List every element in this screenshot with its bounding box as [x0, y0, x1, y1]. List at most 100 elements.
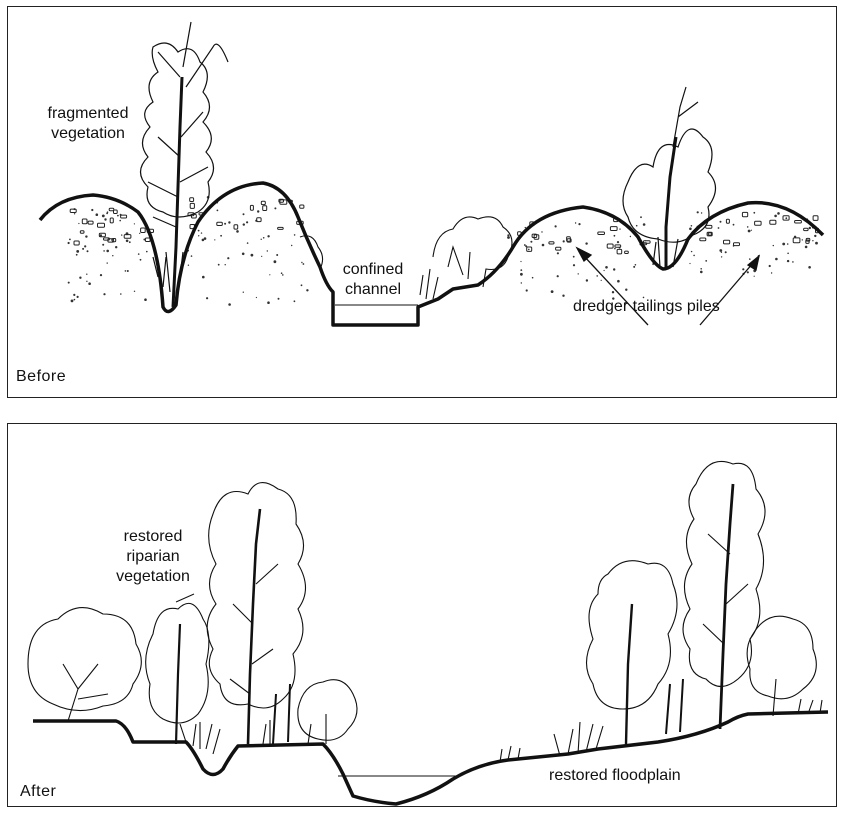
- gravel-dot: [202, 276, 205, 279]
- gravel-dot: [100, 274, 102, 276]
- gravel-dot: [100, 234, 102, 236]
- gravel-dot: [91, 209, 93, 211]
- gravel-dot: [787, 253, 789, 255]
- gravel-dot: [218, 264, 220, 266]
- gravel-dot: [134, 223, 135, 224]
- gravel-dot: [267, 301, 270, 304]
- gravel-dot: [754, 276, 755, 277]
- gravel-dot: [127, 270, 129, 272]
- gravel-dot: [71, 300, 74, 303]
- tailings-rock: [278, 227, 284, 229]
- gravel-dot: [720, 221, 722, 223]
- after-panel: restored riparian vegetation restored fl…: [7, 423, 837, 807]
- tailings-rock: [190, 198, 194, 202]
- gravel-dot: [693, 255, 695, 257]
- tailings-rock: [80, 231, 84, 234]
- gravel-dot: [146, 251, 148, 253]
- gravel-dot: [542, 244, 545, 247]
- gravel-dot: [294, 234, 296, 236]
- gravel-dot: [126, 240, 129, 243]
- gravel-dot: [551, 290, 554, 293]
- gravel-dot: [563, 240, 565, 242]
- gravel-dot: [524, 244, 526, 246]
- label-line: vegetation: [98, 567, 208, 587]
- tailings-rock: [556, 247, 561, 250]
- gravel-dot: [96, 213, 99, 216]
- tailings-rock: [607, 244, 613, 248]
- gravel-dot: [751, 230, 752, 231]
- gravel-dot: [242, 253, 245, 256]
- gravel-dot: [689, 228, 692, 231]
- gravel-dot: [228, 303, 231, 306]
- gravel-dot: [596, 275, 598, 277]
- tailings-rock: [98, 223, 105, 227]
- gravel-dot: [815, 242, 818, 245]
- gravel-dot: [777, 212, 780, 215]
- gravel-dot: [282, 274, 284, 276]
- gravel-dot: [605, 266, 608, 269]
- gravel-dot: [139, 233, 140, 234]
- gravel-dot: [691, 251, 692, 252]
- ground-profile: [33, 712, 828, 804]
- before-illustration: [8, 7, 837, 398]
- gravel-dot: [787, 243, 789, 245]
- gravel-dot: [76, 250, 79, 253]
- gravel-dot: [261, 239, 262, 240]
- gravel-dot: [802, 239, 803, 240]
- gravel-dot: [115, 246, 117, 248]
- tailings-rock: [706, 225, 712, 228]
- gravel-dot: [68, 242, 70, 244]
- gravel-dot: [718, 227, 720, 229]
- gravel-dot: [78, 223, 79, 224]
- gravel-dot: [555, 225, 557, 227]
- gravel-dot: [84, 245, 86, 247]
- gravel-dot: [633, 266, 635, 268]
- gravel-dot: [243, 292, 244, 293]
- gravel-dot: [74, 299, 76, 301]
- gravel-dot: [79, 277, 81, 279]
- tailings-rock: [742, 212, 747, 216]
- gravel-dot: [86, 274, 87, 275]
- gravel-dot: [630, 236, 631, 237]
- gravel-dot: [771, 272, 772, 273]
- gravel-dot: [507, 236, 510, 239]
- gravel-dot: [274, 207, 276, 209]
- gravel-dot: [769, 265, 771, 267]
- gravel-dot: [792, 261, 794, 263]
- gravel-dot: [261, 256, 262, 257]
- gravel-dot: [520, 273, 523, 276]
- dredger-tailings-label: dredger tailings piles: [573, 297, 720, 317]
- before-panel: fragmented vegetation confined channel d…: [7, 6, 837, 398]
- gravel-dot: [225, 264, 226, 265]
- gravel-dot: [214, 239, 215, 240]
- gravel-dot: [700, 268, 702, 270]
- label-line: riparian: [98, 547, 208, 567]
- gravel-dot: [742, 268, 744, 270]
- gravel-dot: [306, 289, 308, 291]
- gravel-stipple: [68, 196, 818, 307]
- gravel-dot: [263, 237, 265, 239]
- gravel-dot: [701, 212, 702, 213]
- gravel-dot: [106, 250, 109, 253]
- tailings-rock: [114, 210, 118, 214]
- gravel-dot: [73, 294, 75, 296]
- gravel-dot: [85, 235, 87, 237]
- gravel-dot: [809, 227, 811, 229]
- gravel-dot: [636, 225, 638, 227]
- tailings-rock: [234, 225, 238, 229]
- label-line: confined: [323, 260, 423, 280]
- gravel-dot: [102, 244, 104, 246]
- gravel-dot: [747, 226, 749, 228]
- tailings-rock: [261, 201, 265, 204]
- gravel-dot: [220, 235, 222, 237]
- gravel-dot: [88, 282, 91, 285]
- gravel-dot: [138, 253, 140, 255]
- gravel-dot: [278, 298, 280, 300]
- gravel-dot: [814, 235, 816, 237]
- gravel-dot: [267, 235, 269, 237]
- gravel-dot: [198, 235, 199, 236]
- gravel-dot: [528, 249, 530, 251]
- tailings-rock: [700, 238, 706, 241]
- label-line: fragmented: [28, 104, 148, 124]
- gravel-dot: [805, 246, 808, 249]
